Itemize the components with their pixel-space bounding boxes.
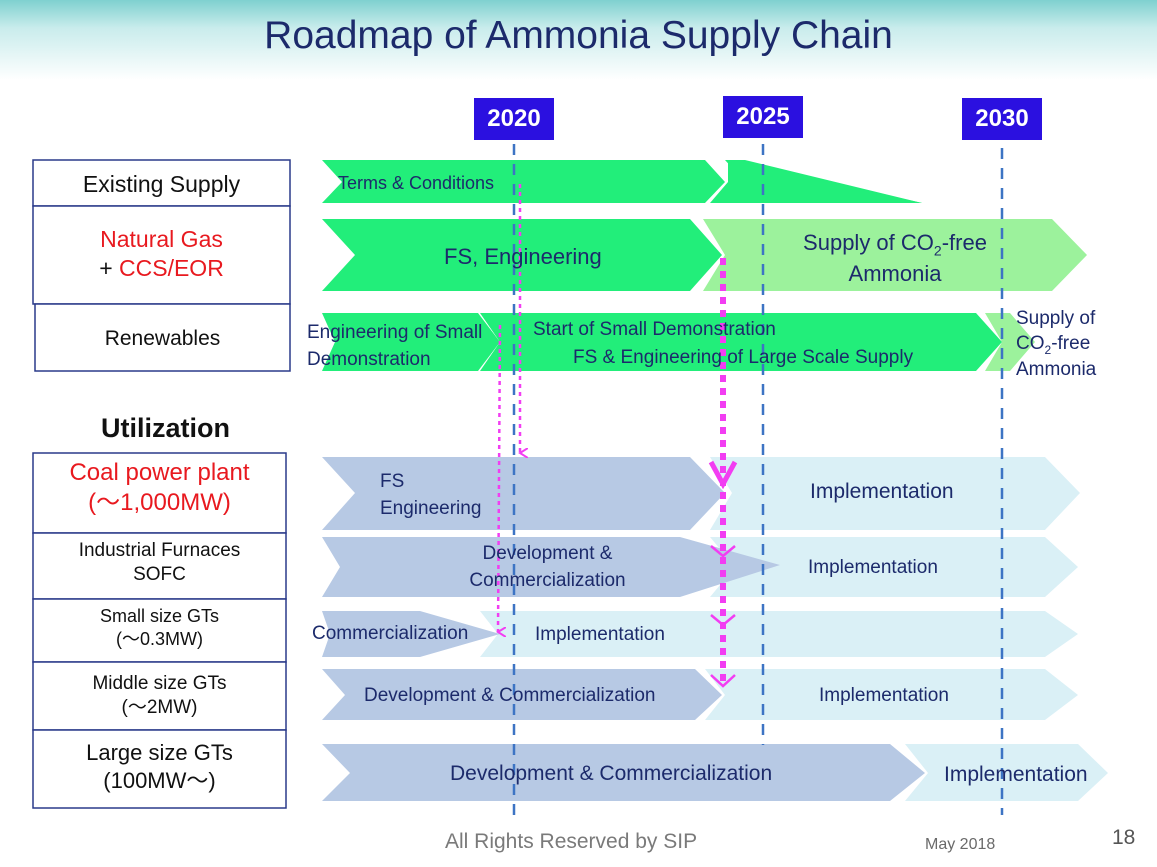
small-comm-label: Commercialization — [312, 623, 469, 644]
arrow-large-impl — [905, 744, 1108, 801]
small-line1: Small size GTs — [99, 606, 220, 626]
arrow-coal-impl — [710, 457, 1080, 530]
dep-arrow-renew-to-small — [498, 324, 500, 632]
coal-fs-line2: Engineering — [380, 497, 482, 519]
small-gt-box — [32, 598, 287, 663]
furnace-box — [32, 532, 287, 600]
fs-large-scale-label: FS & Engineering of Large Scale Supply — [573, 347, 914, 368]
middle-line1: Middle size GTs — [92, 673, 227, 694]
footer-copyright: All Rights Reserved by SIP — [445, 830, 698, 853]
year-dashed-lines — [512, 144, 1004, 815]
renewables-label: Renewables — [104, 327, 221, 350]
ccs-text: CCS/EOR — [119, 254, 224, 281]
arrow-supply-co2-free — [703, 219, 1087, 291]
existing-supply-label: Existing Supply — [82, 171, 241, 197]
chevron-coal — [708, 460, 738, 490]
natural-gas-line: Natural Gas — [100, 226, 223, 252]
ccs-line: + CCS/EOR — [33, 254, 290, 283]
start-small-demo-label: Start of Small Demonstration — [533, 319, 776, 340]
arrow-fs-engineering — [322, 219, 722, 291]
arrow-renewables-supply — [985, 313, 1035, 371]
supply-label-boxes — [32, 159, 291, 372]
middle-dev-label: Development & Commercialization — [364, 685, 656, 706]
small-gt-label: Small size GTs (～0.3MW) — [33, 605, 286, 650]
furnace-dev-label: Development & Commercialization — [469, 543, 626, 591]
arrow-small-impl — [480, 611, 1078, 657]
header-band — [0, 0, 1157, 80]
coal-line1: Coal power plant — [69, 459, 250, 486]
coal-fs-line1: FS — [380, 471, 405, 492]
furnace-label: Industrial Furnaces SOFC — [33, 539, 286, 587]
furnace-line1: Industrial Furnaces — [78, 540, 241, 561]
middle-gt-label: Middle size GTs (～2MW) — [33, 672, 286, 720]
plus-sign: + — [99, 254, 120, 281]
coal-label: Coal power plant (～1,000MW) — [33, 458, 286, 518]
arrow-furnace-impl — [710, 537, 1078, 597]
renewables-box — [34, 303, 291, 372]
supply-co2-line2: Ammonia — [848, 260, 942, 286]
middle-gt-box — [32, 661, 287, 731]
large-impl-label: Implementation — [944, 763, 1088, 786]
utilization-heading: Utilization — [101, 413, 230, 443]
chevron-small — [710, 614, 736, 627]
arrow-coal-fs — [322, 457, 725, 530]
large-gt-box — [32, 729, 287, 809]
arrow-existing-tail — [710, 160, 922, 203]
large-line1: Large size GTs — [86, 740, 233, 765]
arrow-middle-dev — [322, 669, 722, 720]
page-title: Roadmap of Ammonia Supply Chain — [264, 14, 893, 57]
page-number: 18 — [1112, 826, 1136, 849]
small-line2: (～0.3MW) — [116, 628, 203, 649]
coal-box — [32, 452, 287, 534]
coal-fs-label: FS Engineering — [380, 469, 481, 522]
middle-line2: (～2MW) — [121, 696, 198, 718]
year-2020-box: 2020 — [474, 98, 554, 140]
furnace-line2: SOFC — [133, 563, 186, 585]
fs-engineering-label: FS, Engineering — [444, 244, 602, 269]
supply-co2-line1: Supply of CO2-free — [803, 230, 987, 259]
coal-line2: (～1,000MW) — [88, 489, 231, 516]
chevron-furnace — [710, 545, 736, 558]
arrow-large-dev — [322, 744, 925, 801]
supply-co2-label: Supply of CO2-free Ammonia — [780, 229, 1010, 287]
large-dev-label: Development & Commercialization — [450, 762, 773, 785]
furnace-impl-label: Implementation — [808, 557, 938, 578]
terms-label: Terms & Conditions — [338, 173, 495, 193]
footer-date: May 2018 — [925, 836, 996, 853]
chevron-middle — [710, 674, 736, 688]
year-2030-box: 2030 — [962, 98, 1042, 140]
year-2025-box: 2025 — [723, 96, 803, 138]
arrow-small-demo — [322, 313, 500, 371]
eng-small-line1: Engineering of Small — [307, 322, 483, 343]
arrow-middle-impl — [705, 669, 1078, 720]
magenta-dependency-arrows — [498, 184, 726, 686]
large-line2: (100MW～) — [103, 767, 216, 793]
coal-impl-label: Implementation — [810, 480, 954, 503]
eng-small-line2: Demonstration — [307, 348, 431, 370]
eng-small-demo-label: Engineering of Small Demonstration — [307, 320, 482, 373]
magenta-chevrons — [708, 460, 738, 688]
renewables-supply-label: Supply of CO2-free Ammonia — [1016, 308, 1097, 381]
utilization-label-boxes — [32, 452, 287, 809]
arrow-large-scale — [480, 313, 1002, 371]
arrow-terms-conditions — [322, 160, 725, 203]
small-impl-label: Implementation — [535, 624, 665, 645]
large-gt-label: Large size GTs (100MW～) — [33, 739, 286, 794]
middle-impl-label: Implementation — [819, 685, 949, 706]
arrow-furnace-dev — [322, 537, 780, 597]
arrow-small-comm — [322, 611, 500, 657]
natural-gas-label: Natural Gas + CCS/EOR — [33, 225, 290, 283]
natural-gas-box — [32, 205, 291, 305]
